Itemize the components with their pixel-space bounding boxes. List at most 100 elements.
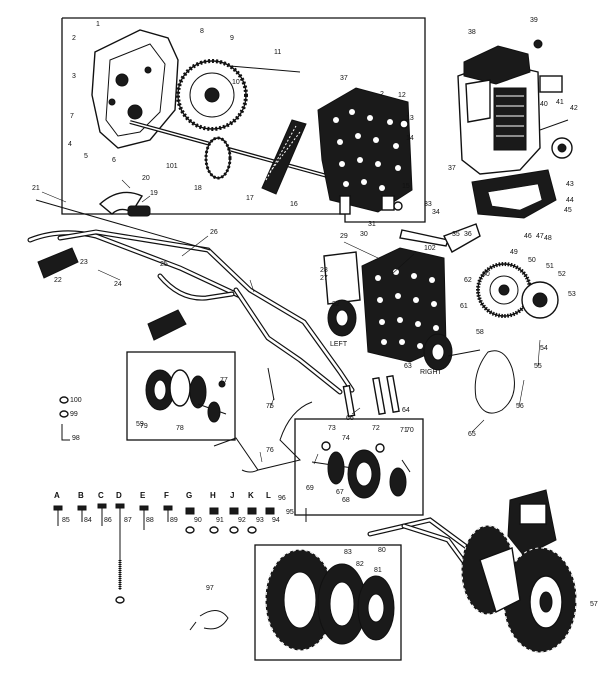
callout-label: 6: [112, 157, 116, 164]
callout-label: 85: [62, 517, 70, 524]
callout-label: 75: [266, 403, 274, 410]
handle-grip-left: [37, 247, 79, 279]
callout-label: 13: [406, 115, 414, 122]
hardware-letter: J: [230, 491, 234, 500]
callout-label: 44: [566, 197, 574, 204]
callout-label: 26: [210, 229, 218, 236]
hardware-letter: G: [186, 491, 192, 500]
callout-label: 96: [278, 495, 286, 502]
clutch-parts: [145, 369, 227, 423]
callout-label: 80: [378, 547, 386, 554]
callout-label: 21: [32, 185, 40, 192]
callout-label: 86: [104, 517, 112, 524]
callout-label: 24: [114, 281, 122, 288]
callout-label: 59: [136, 421, 144, 428]
inset-frames: [61, 17, 426, 661]
callout-label: 91: [216, 517, 224, 524]
callout-label: 54: [540, 345, 548, 352]
callout-label: 50: [528, 257, 536, 264]
callout-label: 37: [448, 165, 456, 172]
callout-label: 89: [170, 517, 178, 524]
callout-label: 42: [570, 105, 578, 112]
callout-label: 22: [54, 277, 62, 284]
callout-label: 31: [368, 221, 376, 228]
callout-label: 17: [246, 195, 254, 202]
wheel-hub-inset-frame: [294, 418, 424, 516]
callout-label: 3: [72, 73, 76, 80]
callout-label: 45: [564, 207, 572, 214]
handle-grip-right: [147, 309, 187, 341]
hardware-letter: B: [78, 491, 84, 500]
callout-label: 43: [566, 181, 574, 188]
callout-label: 88: [146, 517, 154, 524]
callout-label: 55: [534, 363, 542, 370]
drive-belt: [474, 350, 515, 414]
callout-label: 101: [166, 163, 178, 170]
callout-label: 90: [194, 517, 202, 524]
callout-label: 46: [524, 233, 532, 240]
callout-label: 51: [546, 263, 554, 270]
leader-lines: [41, 179, 541, 465]
callout-label: 25: [160, 261, 168, 268]
callout-label: 76: [266, 447, 274, 454]
callout-label: 23: [80, 259, 88, 266]
tire-parts: [265, 549, 395, 651]
callout-label: 83: [344, 549, 352, 556]
callout-label: 84: [84, 517, 92, 524]
callout-label: 10: [232, 79, 240, 86]
callout-label: 49: [510, 249, 518, 256]
callout-label: 63: [404, 363, 412, 370]
callout-label: 20: [142, 175, 150, 182]
callout-label: 9: [230, 35, 234, 42]
callout-label: 39: [530, 17, 538, 24]
callout-label: 35: [452, 231, 460, 238]
callout-label: 53: [568, 291, 576, 298]
callout-label: 34: [432, 209, 440, 216]
callout-label: 100: [70, 397, 82, 404]
callout-label: 58: [476, 329, 484, 336]
callout-label: 30: [360, 231, 368, 238]
callout-label: 11: [274, 49, 281, 56]
callout-label: 27: [320, 275, 328, 282]
callout-label: 40: [540, 101, 548, 108]
gear-case-cover: [91, 29, 179, 149]
transmission-inset-frame: [61, 17, 426, 223]
callout-label: 18: [194, 185, 202, 192]
callout-label: 71: [400, 427, 408, 434]
hardware-letter: C: [98, 491, 104, 500]
callout-label: 56: [516, 403, 524, 410]
clutch-inset-frame: [126, 351, 236, 441]
callout-label: 82: [356, 561, 364, 568]
callout-label: 73: [328, 425, 336, 432]
drive-chain: [261, 119, 307, 195]
callout-label: 28: [320, 267, 328, 274]
hardware-letter: H: [210, 491, 216, 500]
callout-label: 4: [68, 141, 72, 148]
callout-label: 72: [372, 425, 380, 432]
callout-label: 48: [544, 235, 552, 242]
callout-label: 79: [140, 423, 148, 430]
callout-label: 2: [380, 91, 384, 98]
callout-label: 7: [70, 113, 74, 120]
callout-label: 32: [332, 301, 340, 308]
callout-label: 74: [342, 435, 350, 442]
hub-parts: [311, 441, 411, 499]
callout-label: 61: [460, 303, 468, 310]
callout-label: 81: [374, 567, 382, 574]
callout-label: 36: [464, 231, 472, 238]
callout-label: 52: [558, 271, 566, 278]
callout-label: 16: [290, 201, 298, 208]
callout-label: 38: [468, 29, 476, 36]
callout-label: 47: [536, 233, 544, 240]
hardware-letter: F: [164, 491, 169, 500]
center-gearbox: [323, 223, 559, 418]
callout-label: 41: [556, 99, 564, 106]
handlebar-frame: [27, 191, 355, 395]
hardware-letter: A: [54, 491, 60, 500]
callout-label: 5: [84, 153, 88, 160]
engine-assembly: [457, 39, 573, 219]
callout-label: 98: [72, 435, 80, 442]
callout-label: 33: [424, 201, 432, 208]
gearbox-housing: [317, 87, 413, 213]
